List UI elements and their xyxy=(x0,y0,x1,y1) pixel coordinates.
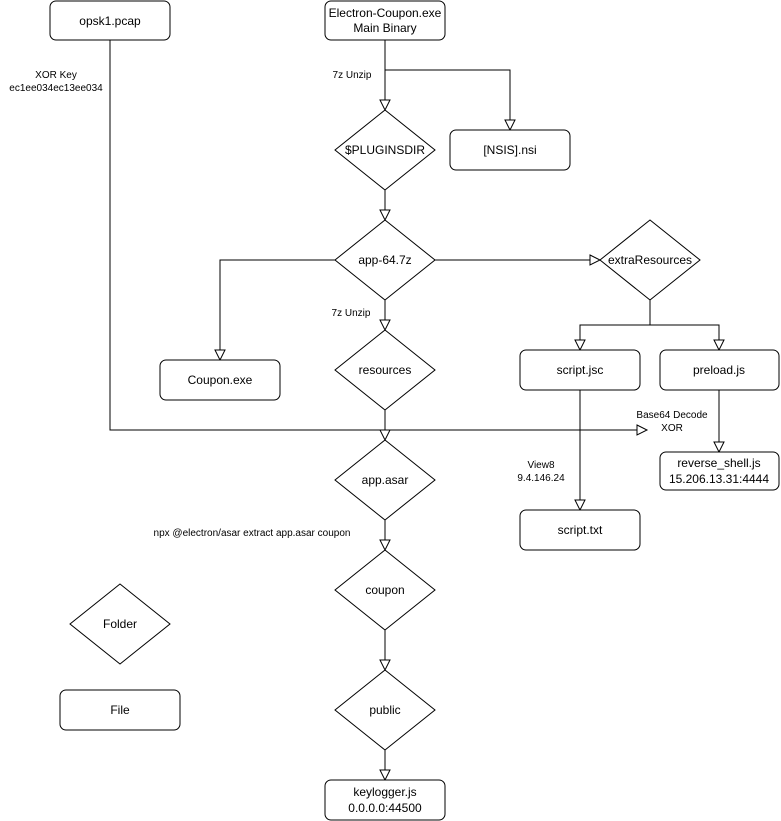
legend-folder: Folder xyxy=(69,583,171,665)
arrowhead-electron-pluginsdir xyxy=(379,99,391,112)
edge-label-xor-key-value: ec1ee034ec13ee034 xyxy=(9,83,103,94)
arrowhead-app64-couponexe xyxy=(214,349,226,362)
arrowhead-scriptjsc-scripttxt xyxy=(574,499,586,512)
legend-file-label: File xyxy=(110,703,130,717)
node-script-txt-label: script.txt xyxy=(558,523,603,537)
node-coupon-folder[interactable]: coupon xyxy=(334,549,436,631)
node-opsk1-pcap-label: opsk1.pcap xyxy=(79,14,141,28)
edge-extraresources-split xyxy=(579,300,720,340)
arrowhead-pcap-xor xyxy=(636,424,649,436)
node-electron-coupon-sublabel: Main Binary xyxy=(353,21,416,35)
arrowhead-pluginsdir-app64 xyxy=(379,209,391,222)
arrowhead-resources-appasar xyxy=(379,429,391,442)
node-electron-coupon-label: Electron-Coupon.exe xyxy=(329,6,442,20)
edge-label-base64-decode: Base64 Decode xyxy=(636,410,708,421)
node-public-label: public xyxy=(369,703,400,717)
node-resources-label: resources xyxy=(359,363,412,377)
arrowhead-extraresources-scriptjsc xyxy=(574,339,586,352)
node-coupon-exe-label: Coupon.exe xyxy=(188,373,253,387)
node-script-jsc-label: script.jsc xyxy=(557,363,604,377)
arrowhead-preloadjs-reverseshell xyxy=(713,441,725,454)
node-preload-js-label: preload.js xyxy=(693,363,745,377)
edge-electron-nsis xyxy=(385,69,511,120)
legend-folder-label: Folder xyxy=(103,617,137,631)
node-pluginsdir-label: $PLUGINSDIR xyxy=(345,143,425,157)
node-keylogger-sublabel: 0.0.0.0:44500 xyxy=(348,801,422,815)
arrowhead-app64-extraresources xyxy=(589,254,602,266)
node-keylogger-js[interactable]: keylogger.js 0.0.0.0:44500 xyxy=(324,779,446,821)
node-extraresources-label: extraResources xyxy=(608,253,692,267)
arrowhead-app64-resources xyxy=(379,319,391,332)
node-coupon-exe[interactable]: Coupon.exe xyxy=(159,359,281,401)
arrowhead-public-keylogger xyxy=(379,769,391,782)
node-electron-coupon-exe[interactable]: Electron-Coupon.exe Main Binary xyxy=(324,0,446,41)
edge-label-view8-version: 9.4.146.24 xyxy=(517,473,565,484)
node-keylogger-label: keylogger.js xyxy=(353,785,416,799)
node-extraresources-folder[interactable]: extraResources xyxy=(599,219,701,301)
edge-pcap-xor xyxy=(109,40,637,431)
edge-label-npx-extract: npx @electron/asar extract app.asar coup… xyxy=(154,528,351,539)
edge-app64-couponexe xyxy=(219,259,335,350)
node-reverse-shell-label: reverse_shell.js xyxy=(677,456,760,470)
arrowhead-extraresources-preloadjs xyxy=(713,339,725,352)
edge-label-7z-unzip-mid: 7z Unzip xyxy=(332,308,371,319)
node-pluginsdir-folder[interactable]: $PLUGINSDIR xyxy=(334,109,436,191)
node-script-txt[interactable]: script.txt xyxy=(519,509,641,551)
node-preload-js[interactable]: preload.js xyxy=(659,349,780,391)
node-app-asar-folder[interactable]: app.asar xyxy=(334,439,436,521)
node-script-jsc[interactable]: script.jsc xyxy=(519,349,641,391)
node-nsis-nsi[interactable]: [NSIS].nsi xyxy=(449,129,571,171)
node-resources-folder[interactable]: resources xyxy=(334,329,436,411)
edge-label-xor-key: XOR Key xyxy=(35,70,77,81)
legend-file: File xyxy=(59,689,181,731)
node-nsis-nsi-label: [NSIS].nsi xyxy=(483,143,536,157)
node-public-folder[interactable]: public xyxy=(334,669,436,751)
edge-label-base64-xor: XOR xyxy=(661,423,683,434)
node-coupon-label: coupon xyxy=(365,583,404,597)
edge-label-view8: View8 xyxy=(527,460,554,471)
arrowhead-coupon-public xyxy=(379,659,391,672)
node-app-asar-label: app.asar xyxy=(362,473,409,487)
node-reverse-shell-js[interactable]: reverse_shell.js 15.206.13.31:4444 xyxy=(659,451,780,491)
node-app64-7z-folder[interactable]: app-64.7z xyxy=(334,219,436,301)
arrowhead-appasar-coupon xyxy=(379,539,391,552)
edge-label-7z-unzip-top: 7z Unzip xyxy=(333,70,372,81)
node-opsk1-pcap[interactable]: opsk1.pcap xyxy=(49,0,171,41)
node-reverse-shell-sublabel: 15.206.13.31:4444 xyxy=(669,472,769,486)
arrowhead-electron-nsis xyxy=(504,119,516,132)
node-app64-7z-label: app-64.7z xyxy=(358,253,411,267)
